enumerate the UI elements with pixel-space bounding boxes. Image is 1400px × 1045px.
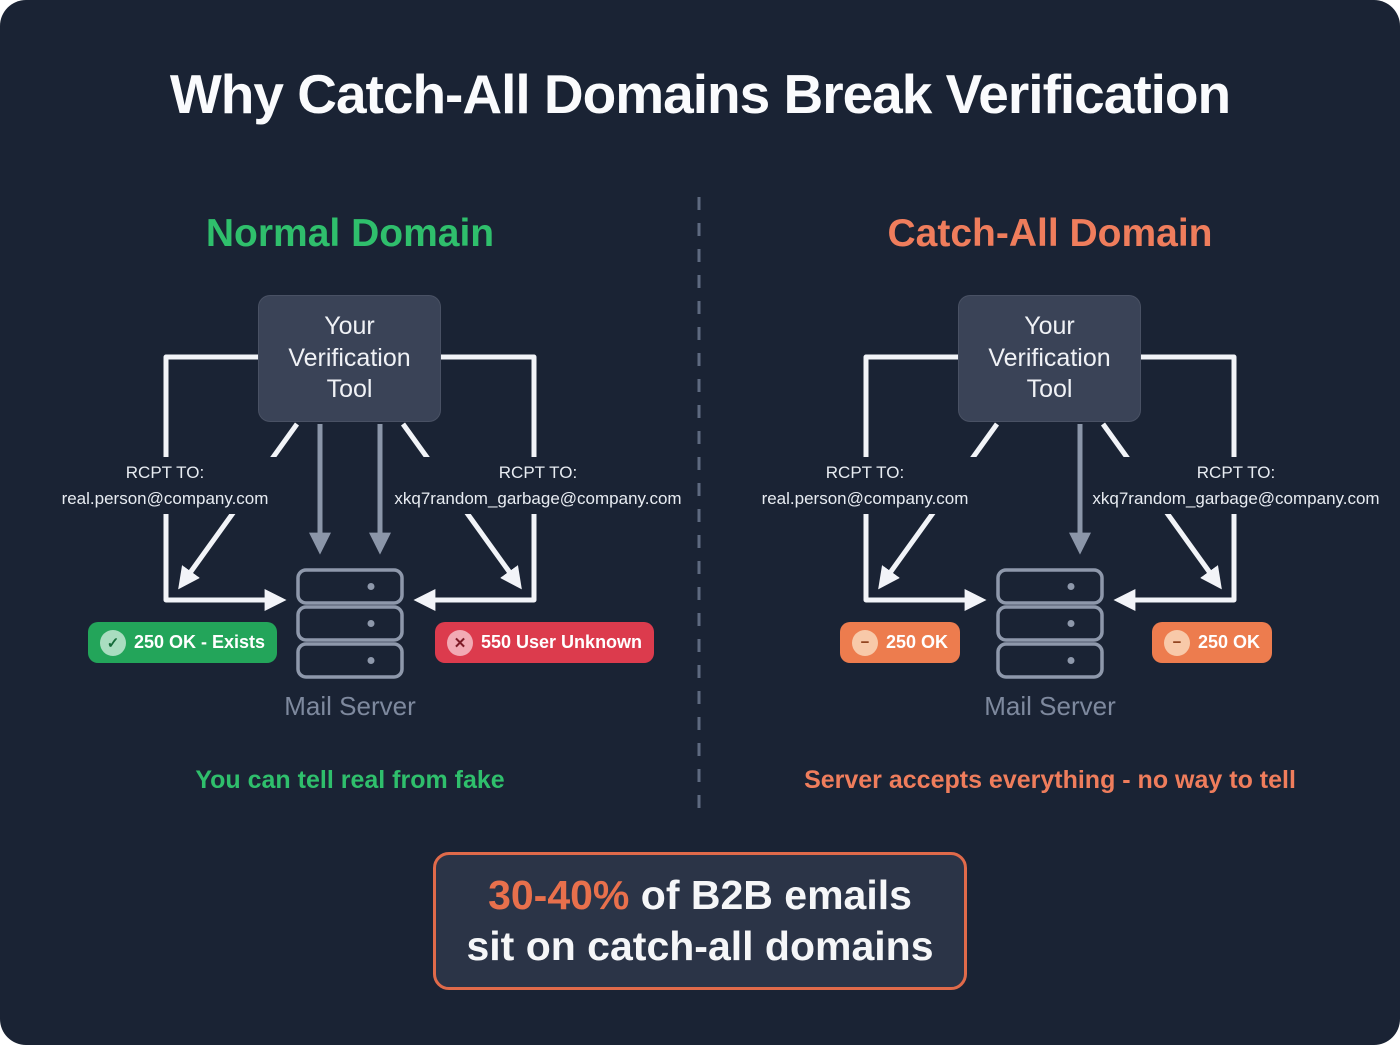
rcpt-prefix: RCPT TO: bbox=[1196, 463, 1276, 482]
minus-icon: − bbox=[1164, 629, 1190, 656]
page-title: Why Catch-All Domains Break Verification bbox=[169, 63, 1231, 125]
response-badge-catchall-left: − 250 OK bbox=[840, 622, 961, 663]
badge-label: 250 OK - Exists bbox=[134, 632, 266, 652]
mail-server-icon bbox=[996, 568, 1104, 679]
rcpt-prefix: RCPT TO: bbox=[825, 463, 905, 482]
verification-tool-label: Your Verification Tool bbox=[288, 311, 411, 404]
verification-tool-box-catchall: Your Verification Tool bbox=[958, 295, 1141, 422]
response-badge-unknown: ✕ 550 User Unknown bbox=[435, 622, 655, 663]
stat-callout-box: 30-40% of B2B emails sit on catch-all do… bbox=[433, 852, 967, 990]
check-icon: ✓ bbox=[100, 629, 126, 656]
mail-server-label-normal: Mail Server bbox=[284, 691, 416, 721]
rcpt-address: xkq7random_garbage@company.com bbox=[1092, 488, 1380, 508]
mail-server-label-catchall: Mail Server bbox=[984, 691, 1116, 721]
verification-tool-label: Your Verification Tool bbox=[988, 311, 1111, 404]
rcpt-address: xkq7random_garbage@company.com bbox=[394, 488, 682, 508]
cross-icon: ✕ bbox=[447, 629, 473, 656]
stat-line-1: 30-40% of B2B emails bbox=[436, 870, 964, 921]
minus-icon: − bbox=[852, 629, 878, 656]
normal-domain-heading: Normal Domain bbox=[205, 212, 495, 255]
rcpt-address: real.person@company.com bbox=[61, 488, 269, 508]
badge-label: 250 OK bbox=[1198, 632, 1261, 652]
rcpt-address: real.person@company.com bbox=[761, 488, 969, 508]
mail-server-icon bbox=[296, 568, 404, 679]
stat-line-2: sit on catch-all domains bbox=[466, 923, 934, 969]
verification-tool-box-normal: Your Verification Tool bbox=[258, 295, 441, 422]
stat-highlight: 30-40% bbox=[488, 872, 630, 919]
response-badge-catchall-right: − 250 OK bbox=[1152, 622, 1273, 663]
stat-line-1-rest: of B2B emails bbox=[629, 872, 912, 919]
badge-label: 250 OK bbox=[886, 632, 949, 652]
catchall-domain-heading: Catch-All Domain bbox=[887, 212, 1213, 255]
catchall-caption: Server accepts everything - no way to te… bbox=[804, 766, 1296, 794]
rcpt-prefix: RCPT TO: bbox=[498, 463, 578, 482]
rcpt-label-real-normal: RCPT TO: real.person@company.com bbox=[40, 457, 290, 514]
rcpt-label-fake-catchall: RCPT TO: xkq7random_garbage@company.com bbox=[1092, 457, 1380, 514]
rcpt-label-real-catchall: RCPT TO: real.person@company.com bbox=[740, 457, 990, 514]
badge-label: 550 User Unknown bbox=[481, 632, 643, 652]
rcpt-prefix: RCPT TO: bbox=[125, 463, 205, 482]
response-badge-exists: ✓ 250 OK - Exists bbox=[88, 622, 278, 663]
rcpt-label-fake-normal: RCPT TO: xkq7random_garbage@company.com bbox=[394, 457, 682, 514]
normal-caption: You can tell real from fake bbox=[195, 766, 505, 794]
normal-panel-probe-arrows bbox=[308, 424, 392, 555]
